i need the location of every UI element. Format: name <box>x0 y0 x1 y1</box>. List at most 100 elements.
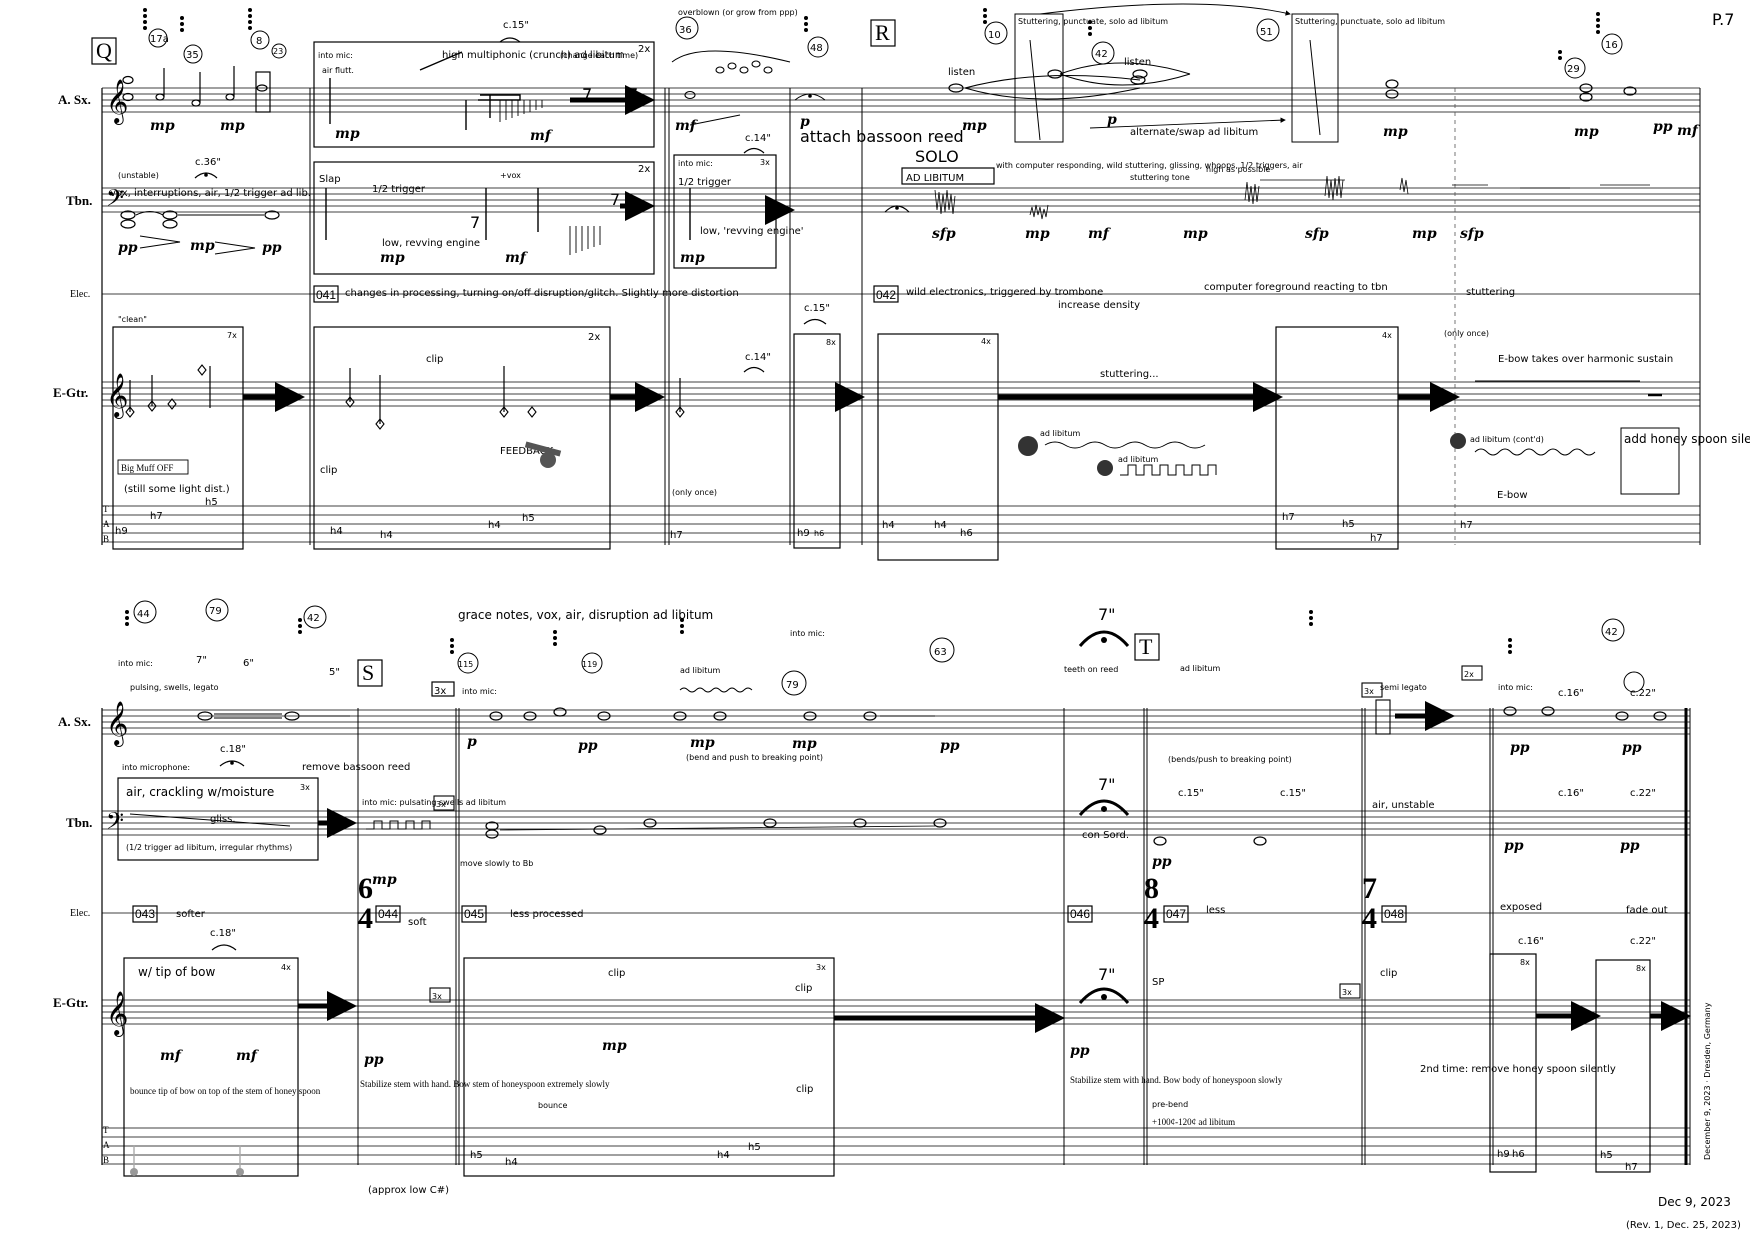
staff-gtr-2 <box>102 999 1690 1025</box>
listen-1: listen <box>948 67 975 78</box>
repeat-3x-gtr-s2: 3x <box>816 963 826 972</box>
tab-h4-r-1: h4 <box>882 520 895 531</box>
low-revving-engine-r: low, 'revving engine' <box>700 226 804 237</box>
dur-c14-gtr: c.14" <box>745 352 771 363</box>
dyn-mf-3: mf <box>1677 123 1701 139</box>
air-crackling: air, crackling w/moisture <box>126 785 274 799</box>
label-tab-b-2: B <box>103 1155 109 1165</box>
cue-041: 041 <box>316 288 336 302</box>
dur-s5-sax: 5" <box>329 667 340 678</box>
label-tbn-1: Tbn. <box>66 193 92 208</box>
repeat-4x-gtr-s: 4x <box>281 963 291 972</box>
fingering-23: 23 <box>273 47 283 56</box>
clip-label-1: clip <box>426 354 443 365</box>
staff-tbn-1 <box>102 187 1700 213</box>
rehearsal-r: R <box>875 20 890 45</box>
tab-h9-s: h9 <box>1497 1149 1510 1160</box>
dyn-mp-4: mp <box>962 118 987 134</box>
dyn-mp-11: mp <box>1183 226 1208 242</box>
label-tab-a-2: A <box>103 1140 110 1150</box>
stabilize-stem-1: Stabilize stem with hand. Bow stem of ho… <box>360 1079 610 1089</box>
repeat-2x-gtr: 2x <box>588 332 600 343</box>
computer-foreground: computer foreground reacting to tbn <box>1204 282 1388 293</box>
repeat-3x-sax-t: 3x <box>1364 687 1374 696</box>
sp-label: SP <box>1152 977 1164 988</box>
only-once-1: (only once) <box>672 488 717 497</box>
dur-c16-sax: c.16" <box>1558 688 1584 699</box>
label-tbn-2: Tbn. <box>66 815 92 830</box>
into-mic-t: into mic: <box>1498 683 1533 692</box>
dyn-pp-8: pp <box>1152 854 1172 870</box>
dyn-mp-1: mp <box>150 118 175 134</box>
dyn-pp-6: pp <box>1510 740 1530 756</box>
staff-tab-1 <box>102 505 1700 543</box>
half-trigger-r: 1/2 trigger <box>678 177 732 188</box>
cue-048: 048 <box>1384 907 1404 921</box>
fingering-115: 115 <box>458 660 473 669</box>
dyn-mp-3: mp <box>335 126 360 142</box>
dyn-p-2: p <box>1107 112 1117 128</box>
teeth-on-reed: teeth on reed <box>1064 665 1118 674</box>
cue-043: 043 <box>135 907 155 921</box>
label-gtr-1: E-Gtr. <box>53 385 88 400</box>
bounce-label: bounce <box>538 1101 568 1110</box>
fingering-17a: 17a <box>150 34 169 45</box>
dyn-pp-7: pp <box>1622 740 1642 756</box>
listen-2: listen <box>1124 57 1151 68</box>
light-dist: (still some light dist.) <box>124 484 230 495</box>
label-elec-1: Elec. <box>70 289 90 300</box>
repeat-8x-gtr-3: 8x <box>1636 964 1646 973</box>
solo-description: with computer responding, wild stutterin… <box>996 161 1303 170</box>
ad-libitum-gtr-2: ad libitum <box>1118 455 1158 464</box>
treble-clef-icon: 𝄞 <box>106 373 128 419</box>
dyn-mp-6: mp <box>1574 124 1599 140</box>
dur-c22-sax: c.22" <box>1630 688 1656 699</box>
dur-s7-big-1: 7" <box>1098 605 1116 624</box>
tab-h5-s: h5 <box>470 1150 483 1161</box>
tab-h4-r-2: h4 <box>934 520 947 531</box>
dur-s7-big-3: 7" <box>1098 965 1116 984</box>
fingering-63: 63 <box>934 647 947 658</box>
stuttering-box-1: Stuttering, punctuate, solo ad libitum <box>1018 17 1168 26</box>
dyn-mp-13: mp <box>690 735 715 751</box>
into-mic-sax-q: into mic: <box>318 51 353 60</box>
approx-low-c: (approx low C#) <box>368 1185 449 1196</box>
repeat-3x-tbn-s2: 3x <box>436 800 446 809</box>
dyn-pp-4: pp <box>578 738 598 754</box>
label-sax-1: A. Sx. <box>58 92 91 107</box>
cents-ad-lib: +100¢-120¢ ad libitum <box>1152 1117 1235 1127</box>
label-tab-t-2: T <box>103 1125 109 1135</box>
clip-label-5: clip <box>796 1084 813 1095</box>
fingering-35: 35 <box>186 50 199 61</box>
dyn-mf-7: mf <box>236 1048 260 1064</box>
system-2: A. Sx. Tbn. Elec. E-Gtr. T A B 𝄞 <box>53 598 1712 1196</box>
tab-h7-r3: h7 <box>1370 533 1383 544</box>
timesig-4-c: 4 <box>1362 902 1377 935</box>
tab-h7-end: h7 <box>1460 520 1473 531</box>
fingering-16: 16 <box>1605 40 1618 51</box>
low-revving-engine-q: low, revving engine <box>382 238 480 249</box>
stabilize-stem-2: Stabilize stem with hand. Bow body of ho… <box>1070 1075 1283 1085</box>
dyn-pp-2: pp <box>118 240 138 256</box>
label-sax-2: A. Sx. <box>58 714 91 729</box>
tab-h4-s2: h4 <box>717 1150 730 1161</box>
dyn-p-3: p <box>467 734 477 750</box>
repeat-3x-sax-s: 3x <box>434 686 446 697</box>
cue-047: 047 <box>1166 907 1186 921</box>
into-microphone: into microphone: <box>122 763 190 772</box>
dur-c15-gtr: c.15" <box>804 303 830 314</box>
tab-h5-s2: h5 <box>748 1142 761 1153</box>
air-flutt-1: air flutt. <box>322 66 354 75</box>
dyn-pp-11: pp <box>364 1052 384 1068</box>
dyn-sfp-3: sfp <box>1460 226 1484 242</box>
into-mic-s: into mic: <box>118 659 153 668</box>
fingering-48: 48 <box>810 43 823 54</box>
big-muff-off: Big Muff OFF <box>121 463 173 473</box>
dur-c15-tbn-t2: c.15" <box>1280 788 1306 799</box>
signoff-vertical: December 9, 2023 · Dresden, Germany <box>1703 1002 1712 1160</box>
semi-legato: semi legato <box>1380 683 1427 692</box>
fingering-51: 51 <box>1260 27 1273 38</box>
dur-c36: c.36" <box>195 157 221 168</box>
ad-libitum-t: ad libitum <box>1180 664 1220 673</box>
tab-h5-q-2: h5 <box>522 513 535 524</box>
